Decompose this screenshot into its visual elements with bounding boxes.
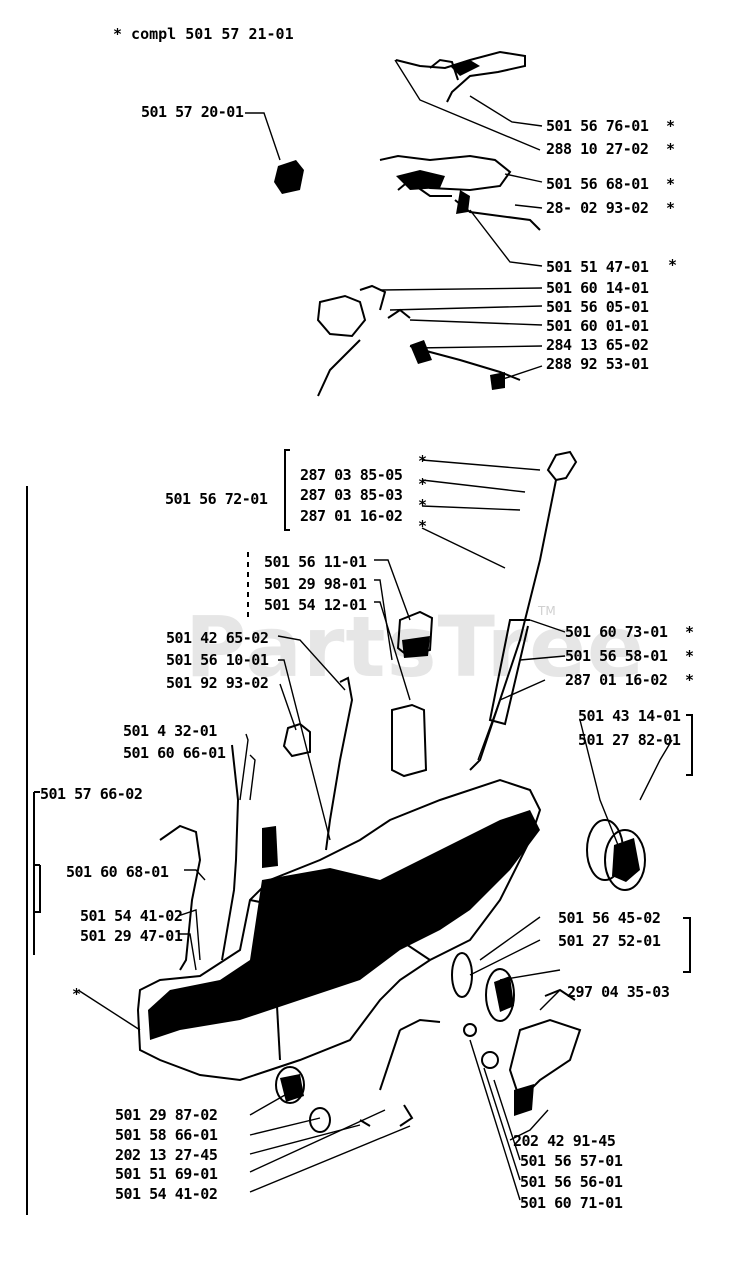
part-label: 501 51 47-01 xyxy=(546,258,649,276)
part-label: 501 60 73-01 xyxy=(565,623,668,641)
compl-star: * xyxy=(666,117,676,135)
part-label: 501 29 47-01 xyxy=(80,927,183,945)
group-bracket-b xyxy=(284,449,290,531)
part-label: 501 54 12-01 xyxy=(264,596,367,614)
part-label: 287 03 85-05 xyxy=(300,466,403,484)
compl-star: * xyxy=(418,496,428,514)
group-bracket-a xyxy=(33,791,40,955)
filler-cap-part xyxy=(546,450,578,482)
part-label: 501 51 69-01 xyxy=(115,1165,218,1183)
part-label: 501 56 57-01 xyxy=(520,1152,623,1170)
part-label: 28- 02 93-02 xyxy=(546,199,649,217)
part-label: 501 4 32-01 xyxy=(123,722,217,740)
part-label: 202 13 27-45 xyxy=(115,1146,218,1164)
part-label: 501 57 20-01 xyxy=(141,103,244,121)
part-label: 501 60 14-01 xyxy=(546,279,649,297)
group-bracket-c xyxy=(686,714,693,776)
group-bracket-d xyxy=(683,917,691,973)
compl-star: * xyxy=(666,175,676,193)
compl-star: * xyxy=(666,199,676,217)
grommet-part xyxy=(282,722,311,758)
filter-cover-part xyxy=(485,968,515,1022)
part-label: 501 54 41-02 xyxy=(115,1185,218,1203)
part-label: 501 60 01-01 xyxy=(546,317,649,335)
shaded-parts xyxy=(148,60,640,1116)
part-label: 501 92 93-02 xyxy=(166,674,269,692)
part-label: 501 29 87-02 xyxy=(115,1106,218,1124)
part-label: 501 60 71-01 xyxy=(520,1194,623,1212)
part-label: 202 42 91-45 xyxy=(513,1132,616,1150)
part-label: 501 56 11-01 xyxy=(264,553,367,571)
part-label: 501 56 72-01 xyxy=(165,490,268,508)
leader-lines xyxy=(77,59,673,1201)
part-label: 501 42 65-02 xyxy=(166,629,269,647)
header-note: * compl 501 57 21-01 xyxy=(113,25,294,43)
part-label: 297 04 35-03 xyxy=(567,983,670,1001)
stop-switch-part xyxy=(316,294,367,338)
fuel-cup-part xyxy=(391,703,428,778)
handle-part xyxy=(379,154,512,192)
compl-star: * xyxy=(685,623,695,641)
part-label: 501 60 68-01 xyxy=(66,863,169,881)
part-label: 287 01 16-02 xyxy=(300,507,403,525)
watermark-trademark: TM xyxy=(538,604,556,618)
part-label: 501 56 56-01 xyxy=(520,1173,623,1191)
cable-part xyxy=(399,1018,441,1031)
throttle-trigger-part xyxy=(395,50,526,103)
part-label: 501 60 66-01 xyxy=(123,744,226,762)
part-label: 288 10 27-02 xyxy=(546,140,649,158)
part-label: 287 03 85-03 xyxy=(300,486,403,504)
compl-star: * xyxy=(418,517,428,535)
part-label: 501 58 66-01 xyxy=(115,1126,218,1144)
part-label: 501 56 45-02 xyxy=(558,909,661,927)
part-label: 288 92 53-01 xyxy=(546,355,649,373)
part-label: 287 01 16-02 xyxy=(565,671,668,689)
fuel-filter-part xyxy=(396,610,434,658)
spring-tube-part xyxy=(488,619,530,726)
part-label: 501 29 98-01 xyxy=(264,575,367,593)
part-label: 284 13 65-02 xyxy=(546,336,649,354)
throttle-lockout-part xyxy=(508,1018,582,1102)
part-label: 501 56 10-01 xyxy=(166,651,269,669)
part-label: 501 56 58-01 xyxy=(565,647,668,665)
part-label: 501 43 14-01 xyxy=(578,707,681,725)
fuel-hose-part xyxy=(325,676,354,851)
vibration-damper-part xyxy=(275,1066,305,1104)
compl-star: * xyxy=(685,647,695,665)
compl-star: * xyxy=(418,452,428,470)
part-label: 501 27 52-01 xyxy=(558,932,661,950)
compl-star: * xyxy=(666,140,676,158)
part-label: 501 54 41-02 xyxy=(80,907,183,925)
compl-star: * xyxy=(685,671,695,689)
spring-part xyxy=(463,1023,477,1037)
part-label: 501 56 68-01 xyxy=(546,175,649,193)
compl-star: * xyxy=(72,985,82,1003)
compl-star: * xyxy=(418,475,428,493)
pick-up-tube-part xyxy=(159,824,202,971)
compl-star: * xyxy=(668,256,678,274)
part-label: 501 57 66-02 xyxy=(40,785,143,803)
side-bracket-part xyxy=(221,744,240,961)
part-label: 501 56 76-01 xyxy=(546,117,649,135)
part-label: 501 56 05-01 xyxy=(546,298,649,316)
part-label: 501 27 82-01 xyxy=(578,731,681,749)
washer-part xyxy=(481,1051,499,1069)
